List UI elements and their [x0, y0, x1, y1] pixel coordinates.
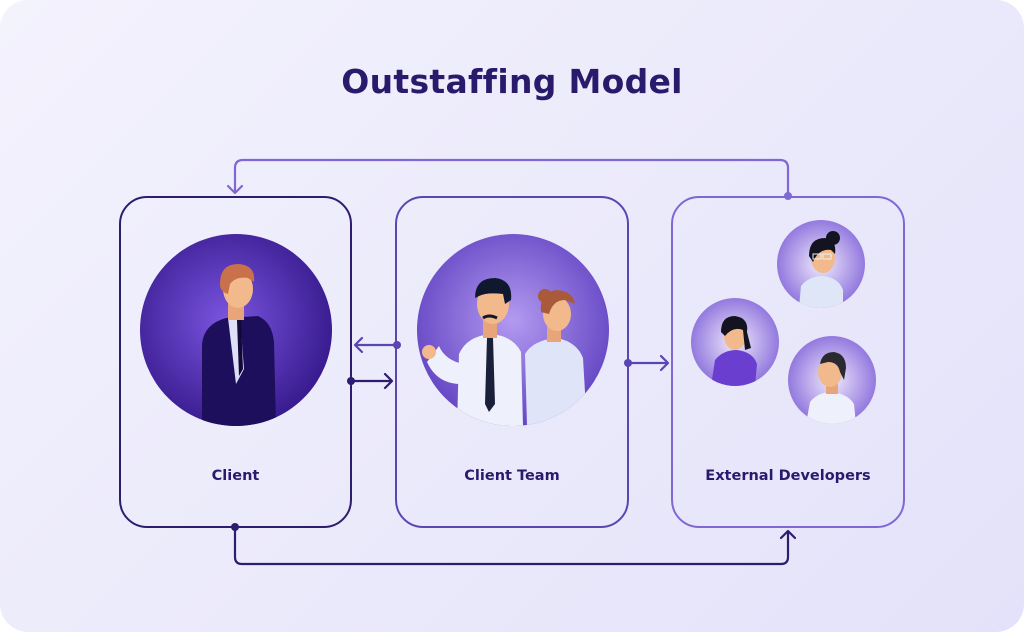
businessman-illustration-icon [140, 234, 332, 426]
node-client: Client [119, 196, 352, 528]
client-avatar [140, 234, 332, 426]
node-label-client-team: Client Team [464, 468, 560, 484]
client-team-avatar [417, 234, 609, 426]
node-client-team: Client Team [395, 196, 629, 528]
developer-woman-ponytail-icon [691, 298, 779, 386]
external-developer-avatar-1 [777, 220, 865, 308]
external-developer-avatar-2 [691, 298, 779, 386]
diagram-title: Outstaffing Model [341, 62, 683, 101]
node-label-external-developers: External Developers [705, 468, 871, 484]
developer-man-icon [788, 336, 876, 424]
external-developer-avatar-3 [788, 336, 876, 424]
developer-woman-glasses-icon [777, 220, 865, 308]
arrow-external-to-client [233, 158, 790, 196]
node-label-client: Client [211, 468, 260, 484]
node-external-developers: External Developers [671, 196, 905, 528]
team-illustration-icon [417, 234, 609, 426]
